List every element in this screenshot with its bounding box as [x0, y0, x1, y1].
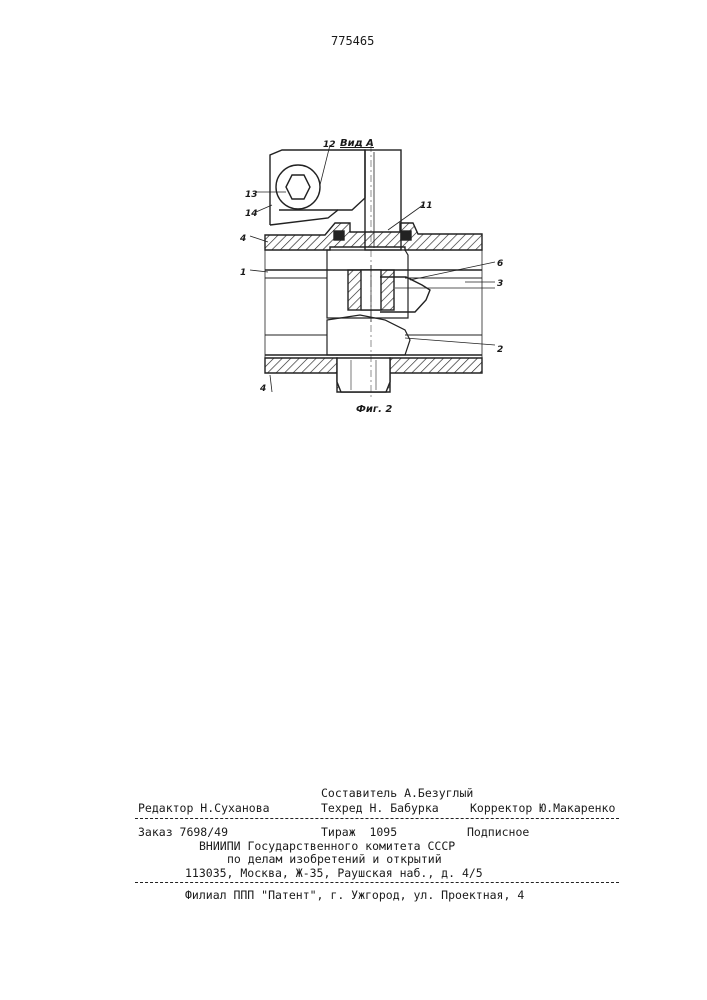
callout-3: 3 [497, 277, 503, 291]
address-line: 113035, Москва, Ж-35, Раушская наб., д. … [185, 866, 483, 880]
separator-line [135, 882, 619, 883]
callout-4-bottom: 4 [260, 382, 266, 396]
view-label: Вид А [340, 137, 374, 151]
techred-line: Техред Н. Бабурка [321, 801, 439, 815]
circulation-line: Тираж 1095 [321, 825, 397, 839]
technical-drawing [230, 130, 500, 425]
callout-6: 6 [497, 257, 503, 271]
separator-line [135, 818, 619, 819]
patent-number: 775465 [331, 34, 374, 48]
callout-2: 2 [497, 343, 503, 357]
org-line-1: ВНИИПИ Государственного комитета СССР [199, 839, 455, 853]
compiler-line: Составитель А.Безуглый [321, 786, 473, 800]
subscription-line: Подписное [467, 825, 529, 839]
figure-caption: Фиг. 2 [356, 403, 392, 417]
branch-line: Филиал ППП "Патент", г. Ужгород, ул. Про… [185, 888, 524, 902]
callout-4-top: 4 [240, 232, 246, 246]
corrector-line: Корректор Ю.Макаренко [470, 801, 615, 815]
editor-line: Редактор Н.Суханова [138, 801, 270, 815]
callout-11: 11 [420, 199, 433, 213]
order-line: Заказ 7698/49 [138, 825, 228, 839]
callout-1: 1 [240, 266, 246, 280]
callout-13: 13 [245, 188, 258, 202]
callout-14: 14 [245, 207, 258, 221]
callout-12: 12 [323, 138, 336, 152]
org-line-2: по делам изобретений и открытий [227, 852, 442, 866]
